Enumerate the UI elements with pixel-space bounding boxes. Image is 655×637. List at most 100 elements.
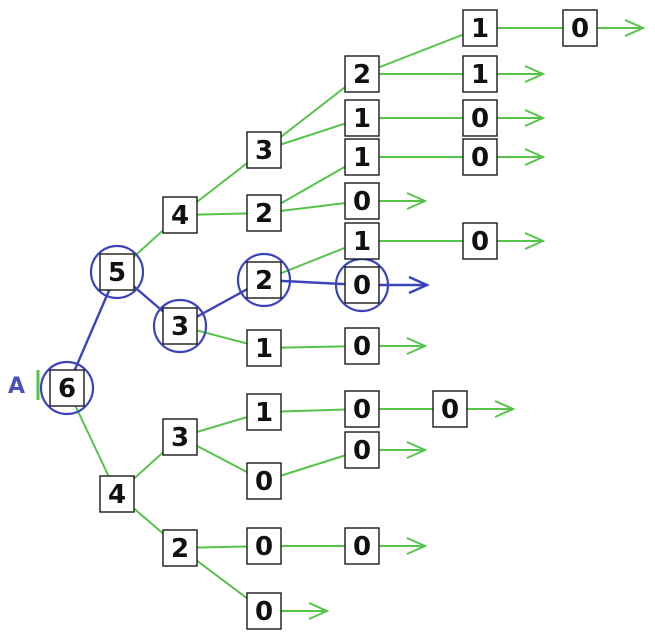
node-value: 0 [353, 436, 371, 466]
node-value: 1 [353, 143, 371, 173]
tree-node: 0 [462, 99, 498, 137]
node-value: 0 [255, 532, 273, 562]
node-value: 2 [255, 199, 273, 229]
node-value: 0 [471, 143, 489, 173]
node-box [49, 369, 85, 407]
tree-node: 1 [462, 55, 498, 93]
tree-node: 5 [99, 253, 135, 291]
node-box [462, 138, 498, 176]
node-box [462, 99, 498, 137]
tree-node: 0 [344, 327, 380, 365]
node-box [99, 253, 135, 291]
node-box [246, 393, 282, 431]
terminal-arrows [281, 19, 646, 620]
node-box [344, 182, 380, 220]
node-box [246, 131, 282, 169]
arrow-head [406, 537, 428, 555]
tree-node: 1 [344, 99, 380, 137]
tree-node: 0 [462, 138, 498, 176]
node-value: 0 [471, 227, 489, 257]
node-value: 0 [353, 271, 371, 301]
arrow-head [406, 192, 428, 210]
node-box [246, 261, 282, 299]
node-box [162, 529, 198, 567]
arrow-head [308, 602, 330, 620]
node-value: 0 [571, 14, 589, 44]
node-value: 2 [255, 266, 273, 296]
tree-node: 1 [246, 329, 282, 367]
node-box [162, 418, 198, 456]
node-value: 3 [255, 136, 273, 166]
node-box [462, 222, 498, 260]
node-box [344, 327, 380, 365]
tree-node: 0 [462, 222, 498, 260]
arrow-head [624, 19, 646, 37]
highlight-ring [152, 298, 208, 354]
node-value: 3 [171, 312, 189, 342]
node-value: 4 [108, 480, 126, 510]
node-box [246, 592, 282, 630]
node-box [344, 138, 380, 176]
node-box [344, 431, 380, 469]
node-value: 1 [255, 334, 273, 364]
node-box [162, 196, 198, 234]
node-box [344, 390, 380, 428]
node-box [246, 194, 282, 232]
node-box [246, 527, 282, 565]
node-box [344, 222, 380, 260]
tree-node: 4 [99, 475, 135, 513]
arrow-head [524, 232, 546, 250]
arrow-head [406, 441, 428, 459]
tree-node: 0 [344, 527, 380, 565]
start-label: A [8, 374, 25, 399]
node-value: 1 [353, 227, 371, 257]
node-value: 2 [353, 60, 371, 90]
tree-node: 0 [246, 592, 282, 630]
node-value: 6 [58, 374, 76, 404]
tree-node: 0 [344, 390, 380, 428]
arrow-head [408, 275, 430, 295]
node-value: 0 [353, 395, 371, 425]
node-box [462, 55, 498, 93]
tree-node: 3 [162, 418, 198, 456]
node-value: 0 [441, 395, 459, 425]
tree-node: 1 [246, 393, 282, 431]
tree-edge [361, 27, 481, 75]
node-box [462, 9, 498, 47]
tree-node: 2 [344, 55, 380, 93]
node-value: 0 [353, 532, 371, 562]
tree-node: 0 [246, 527, 282, 565]
tree-edges [65, 27, 580, 612]
tree-node: 3 [246, 131, 282, 169]
tree-node: 2 [246, 194, 282, 232]
highlight-ring [39, 360, 95, 416]
tree-node: 6 [49, 369, 85, 407]
node-value: 1 [471, 60, 489, 90]
node-value: 1 [471, 14, 489, 44]
tree-node: 0 [344, 431, 380, 469]
node-value: 0 [353, 332, 371, 362]
node-box [344, 527, 380, 565]
node-value: 0 [255, 597, 273, 627]
tree-node: 2 [246, 261, 282, 299]
node-value: 0 [255, 467, 273, 497]
tree-node: 1 [344, 138, 380, 176]
node-box [344, 266, 380, 304]
tree-node: 2 [162, 529, 198, 567]
node-value: 5 [108, 258, 126, 288]
tree-node: 3 [162, 307, 198, 345]
node-box [344, 99, 380, 137]
tree-edge [65, 271, 119, 389]
tree-node: 1 [462, 9, 498, 47]
tree-node: 0 [562, 9, 598, 47]
node-value: 2 [171, 534, 189, 564]
arrow-head [524, 148, 546, 166]
node-value: 0 [471, 104, 489, 134]
node-box [432, 390, 468, 428]
tree-node: 0 [344, 182, 380, 220]
arrow-head [524, 109, 546, 127]
node-box [162, 307, 198, 345]
arrow-head [524, 65, 546, 83]
